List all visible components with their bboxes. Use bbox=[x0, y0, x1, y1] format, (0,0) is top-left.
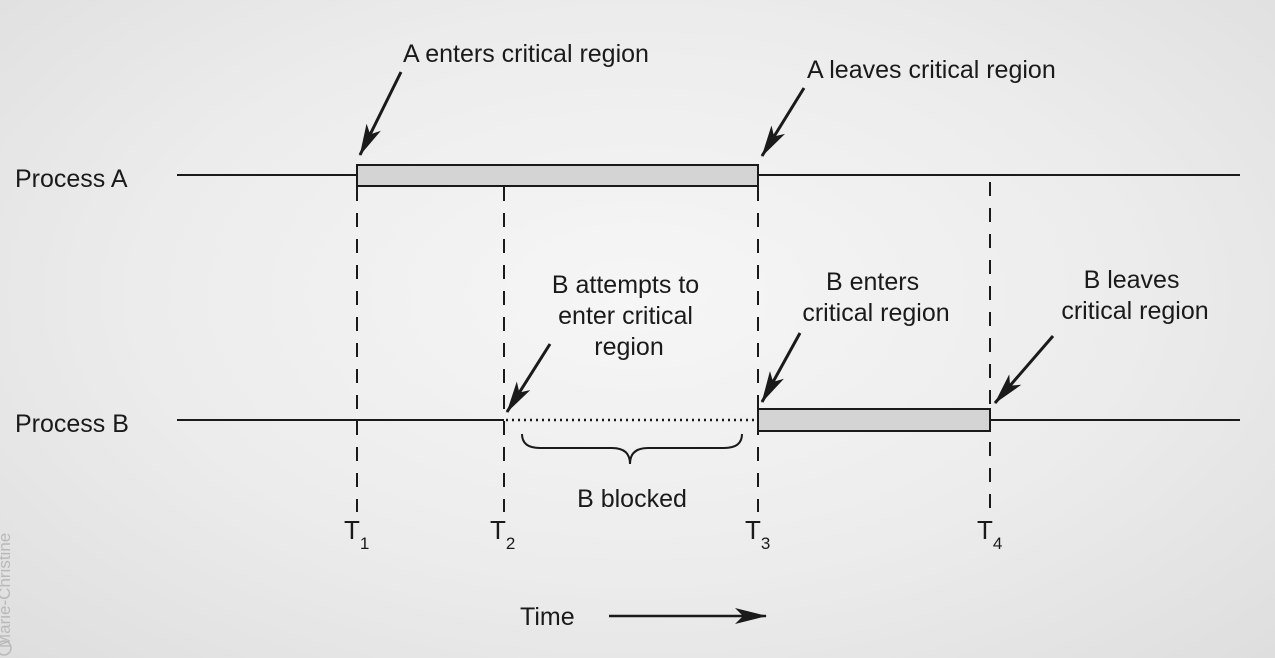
arrow-b-enters bbox=[760, 332, 802, 403]
annotation-a-enters: A enters critical region bbox=[403, 40, 649, 68]
annotation-b-attempts: B attempts to enter critical region bbox=[552, 271, 706, 361]
process-a-critical-region-bar bbox=[356, 164, 759, 187]
arrow-b-attempts bbox=[505, 343, 552, 413]
watermark-text: Marie-Christine bbox=[0, 533, 14, 648]
arrow-b-leaves bbox=[993, 335, 1055, 404]
process-b-timeline bbox=[177, 408, 1240, 432]
process-a-label: Process A bbox=[15, 165, 128, 193]
process-a-timeline bbox=[177, 164, 1240, 187]
annotation-a-leaves: A leaves critical region bbox=[807, 56, 1056, 84]
time-marker-lines bbox=[356, 182, 991, 512]
arrow-a-enters bbox=[358, 71, 403, 156]
watermark-copyright-icon bbox=[0, 640, 12, 656]
time-label-t4: T4 bbox=[977, 515, 1002, 553]
annotation-b-leaves: B leaves critical region bbox=[1061, 266, 1208, 325]
time-axis-label: Time bbox=[520, 603, 575, 631]
time-label-t1: T1 bbox=[344, 515, 369, 553]
time-label-t2: T2 bbox=[490, 515, 515, 553]
time-label-t3: T3 bbox=[745, 515, 770, 553]
process-b-critical-region-bar bbox=[757, 408, 991, 432]
process-b-label: Process B bbox=[15, 410, 129, 438]
annotation-b-enters: B enters critical region bbox=[802, 268, 949, 327]
b-blocked-brace bbox=[521, 433, 743, 465]
annotation-b-blocked: B blocked bbox=[577, 485, 687, 513]
arrow-a-leaves bbox=[760, 87, 806, 157]
